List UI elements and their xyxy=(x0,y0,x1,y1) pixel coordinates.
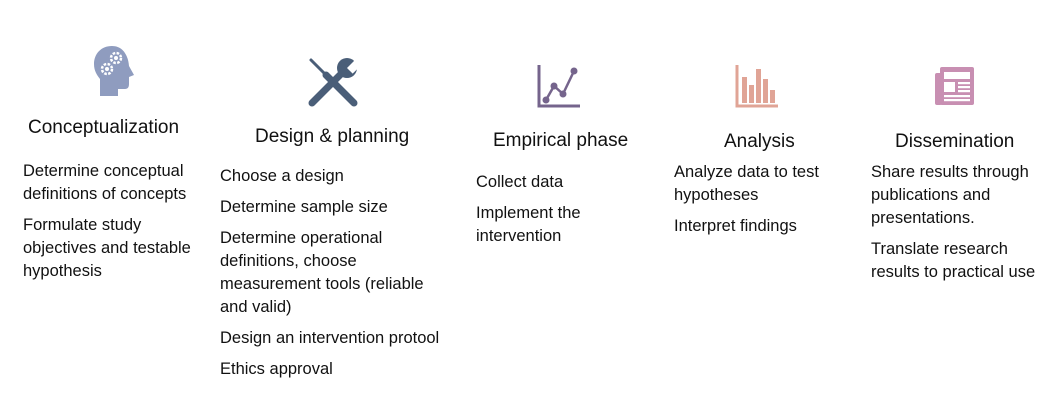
stage-design-planning: Design & planning Choose a design Determ… xyxy=(218,0,448,416)
step-list: Analyze data to test hypotheses Interpre… xyxy=(674,161,854,246)
newspaper-icon xyxy=(933,64,977,108)
step-list: Choose a design Determine sample size De… xyxy=(220,165,445,389)
list-item: Share results through publications and p… xyxy=(871,163,1029,227)
list-item: Implement the intervention xyxy=(476,204,581,245)
stage-conceptualization: Conceptualization Determine conceptual d… xyxy=(20,0,200,416)
line-chart-icon xyxy=(536,63,582,109)
list-item: Determine sample size xyxy=(220,198,388,216)
stage-title: Empirical phase xyxy=(493,130,629,151)
tools-icon xyxy=(306,55,360,109)
list-item: Determine operational definitions, choos… xyxy=(220,229,424,316)
stage-analysis: Analysis Analyze data to test hypotheses… xyxy=(670,0,860,416)
list-item: Interpret findings xyxy=(674,217,797,235)
list-item: Ethics approval xyxy=(220,360,333,378)
stage-empirical-phase: Empirical phase Collect data Implement t… xyxy=(472,0,652,416)
list-item: Collect data xyxy=(476,173,564,191)
step-list: Determine conceptual definitions of conc… xyxy=(23,160,195,291)
list-item: Design an intervention protool xyxy=(220,329,440,347)
list-item: Translate research results to practical … xyxy=(871,240,1036,281)
stage-title: Design & planning xyxy=(255,126,410,147)
stage-dissemination: Dissemination Share results through publ… xyxy=(868,0,1044,416)
stage-title: Analysis xyxy=(724,131,795,152)
stage-title: Conceptualization xyxy=(28,117,180,138)
stage-title: Dissemination xyxy=(895,131,1015,152)
list-item: Choose a design xyxy=(220,167,344,185)
list-item: Determine conceptual definitions of conc… xyxy=(23,162,187,203)
list-item: Analyze data to test hypotheses xyxy=(674,163,819,204)
step-list: Share results through publications and p… xyxy=(871,161,1043,292)
list-item: Formulate study objectives and testable … xyxy=(23,216,191,280)
step-list: Collect data Implement the intervention xyxy=(476,171,646,256)
bar-chart-icon xyxy=(734,63,780,109)
head-gears-icon xyxy=(92,44,136,98)
